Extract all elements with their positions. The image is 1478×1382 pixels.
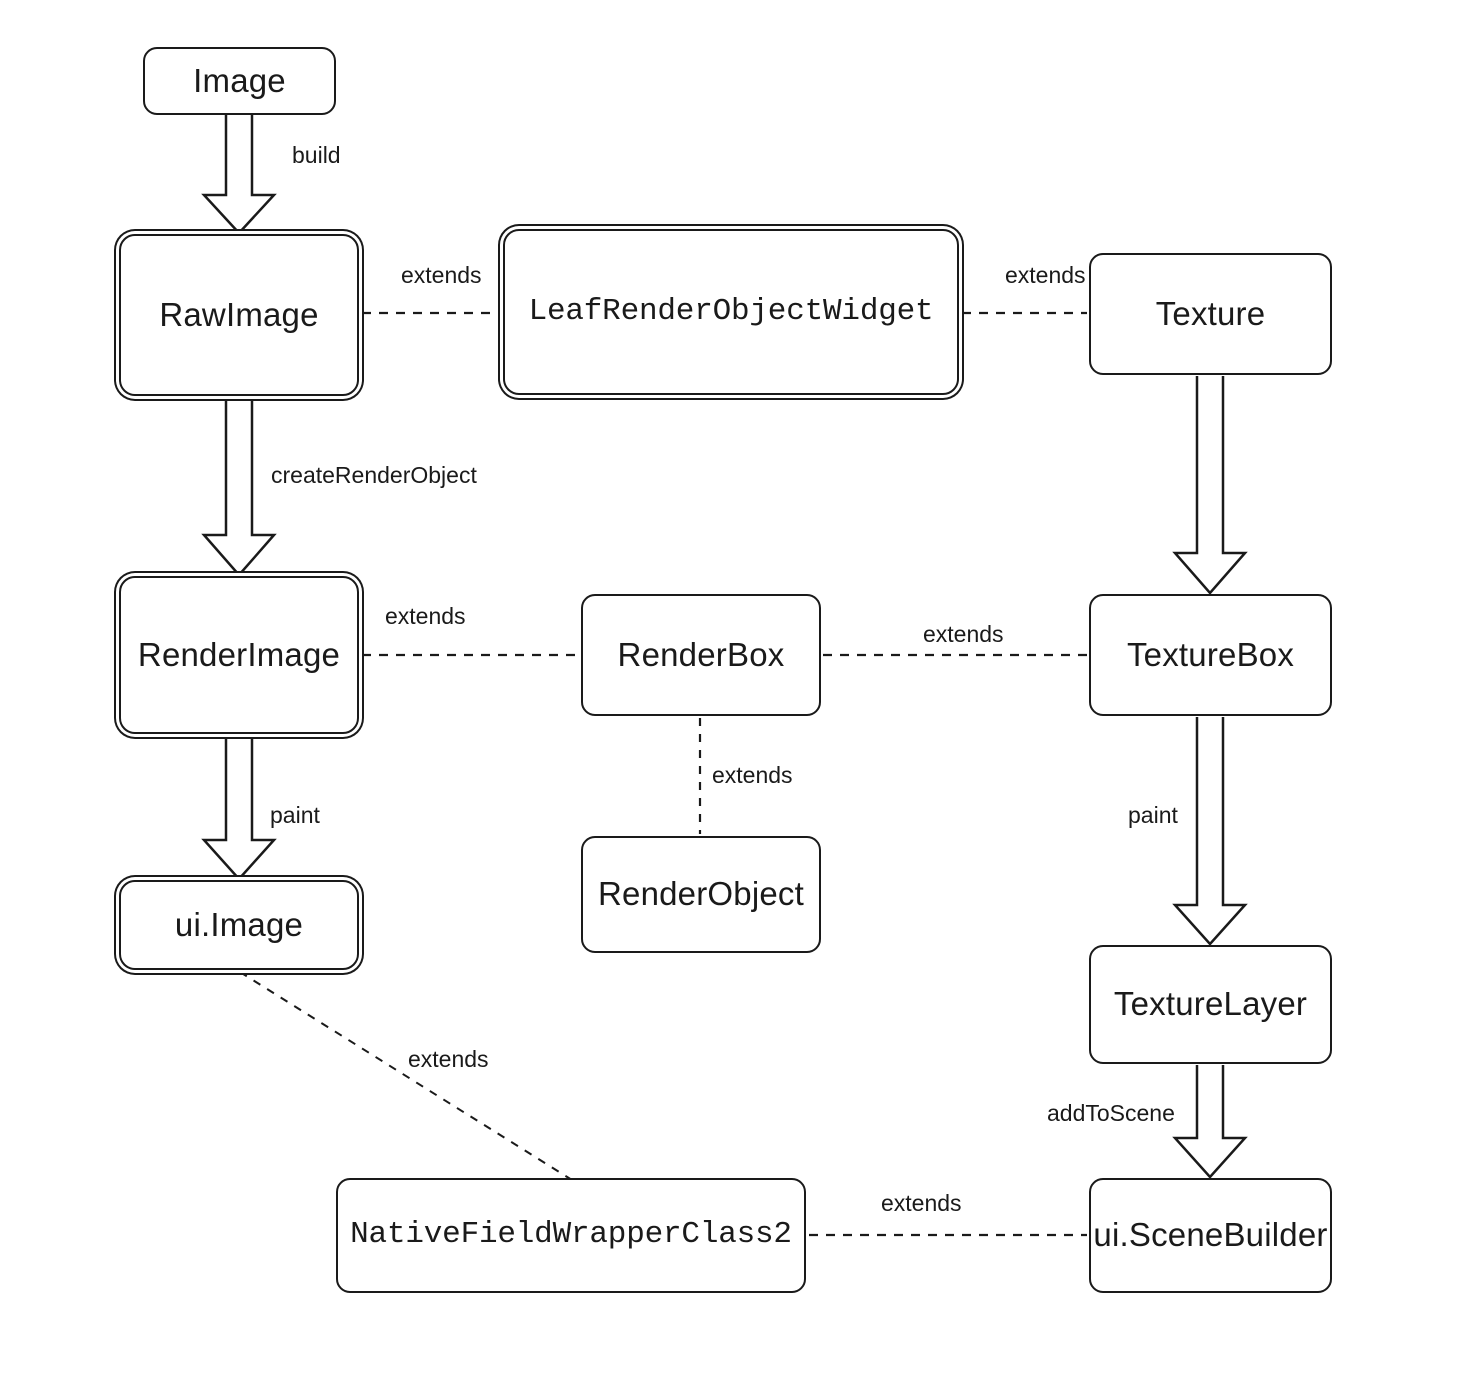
edge-label-paint-texturebox-texturelayer: paint <box>1125 802 1181 829</box>
node-nativefieldwrapperclass2[interactable]: NativeFieldWrapperClass2 <box>336 1178 806 1293</box>
edge-texture-to-texturebox <box>1172 376 1248 595</box>
edge-label-createrenderobject: createRenderObject <box>268 462 480 489</box>
edge-label-paint-renderimage-uiimage: paint <box>267 802 323 829</box>
node-ui-scenebuilder-label: ui.SceneBuilder <box>1093 1216 1328 1254</box>
node-image[interactable]: Image <box>143 47 336 115</box>
node-ui-image-label: ui.Image <box>174 905 304 943</box>
node-texturelayer-label: TextureLayer <box>1113 985 1308 1023</box>
node-texture-label: Texture <box>1155 294 1266 332</box>
node-image-label: Image <box>193 61 286 99</box>
edge-label-extends-leafwidget-texture: extends <box>1002 262 1089 289</box>
node-renderbox-label: RenderBox <box>617 635 785 673</box>
node-renderimage[interactable]: RenderImage <box>119 576 359 734</box>
edge-texturebox-paint-texturelayer <box>1172 717 1248 946</box>
node-renderbox[interactable]: RenderBox <box>581 594 821 716</box>
node-texturelayer[interactable]: TextureLayer <box>1089 945 1332 1064</box>
node-texturebox[interactable]: TextureBox <box>1089 594 1332 716</box>
edge-image-build-rawimage <box>201 115 277 235</box>
edge-label-extends-renderbox-renderobject: extends <box>709 762 796 789</box>
node-ui-image[interactable]: ui.Image <box>119 880 359 970</box>
edge-texturelayer-add-scenebuilder <box>1172 1065 1248 1179</box>
node-rawimage-label: RawImage <box>159 295 319 333</box>
edge-uiimage-extends-nativefield <box>239 971 573 1181</box>
node-texture[interactable]: Texture <box>1089 253 1332 375</box>
node-nativefieldwrapperclass2-label: NativeFieldWrapperClass2 <box>350 1217 792 1253</box>
edge-rawimage-create-renderimage <box>201 399 277 577</box>
edge-label-extends-renderbox-texturebox: extends <box>920 621 1007 648</box>
node-leafrenderobjectwidget-label: LeafRenderObjectWidget <box>528 293 934 329</box>
node-texturebox-label: TextureBox <box>1126 635 1295 673</box>
edge-label-extends-renderimage-renderbox: extends <box>382 603 469 630</box>
node-renderobject-label: RenderObject <box>597 875 804 913</box>
node-renderobject[interactable]: RenderObject <box>581 836 821 953</box>
edge-label-build: build <box>289 142 344 169</box>
node-ui-scenebuilder[interactable]: ui.SceneBuilder <box>1089 1178 1332 1293</box>
edge-label-extends-uiimage-nativefield: extends <box>405 1046 492 1073</box>
edge-label-addtoscene: addToScene <box>1044 1100 1178 1127</box>
node-rawimage[interactable]: RawImage <box>119 234 359 396</box>
node-renderimage-label: RenderImage <box>137 635 341 673</box>
edge-label-extends-rawimage-leafwidget: extends <box>398 262 485 289</box>
edge-label-extends-nativefield-scenebuilder: extends <box>878 1190 965 1217</box>
edge-renderimage-paint-uiimage <box>201 737 277 881</box>
node-leafrenderobjectwidget[interactable]: LeafRenderObjectWidget <box>503 229 959 395</box>
